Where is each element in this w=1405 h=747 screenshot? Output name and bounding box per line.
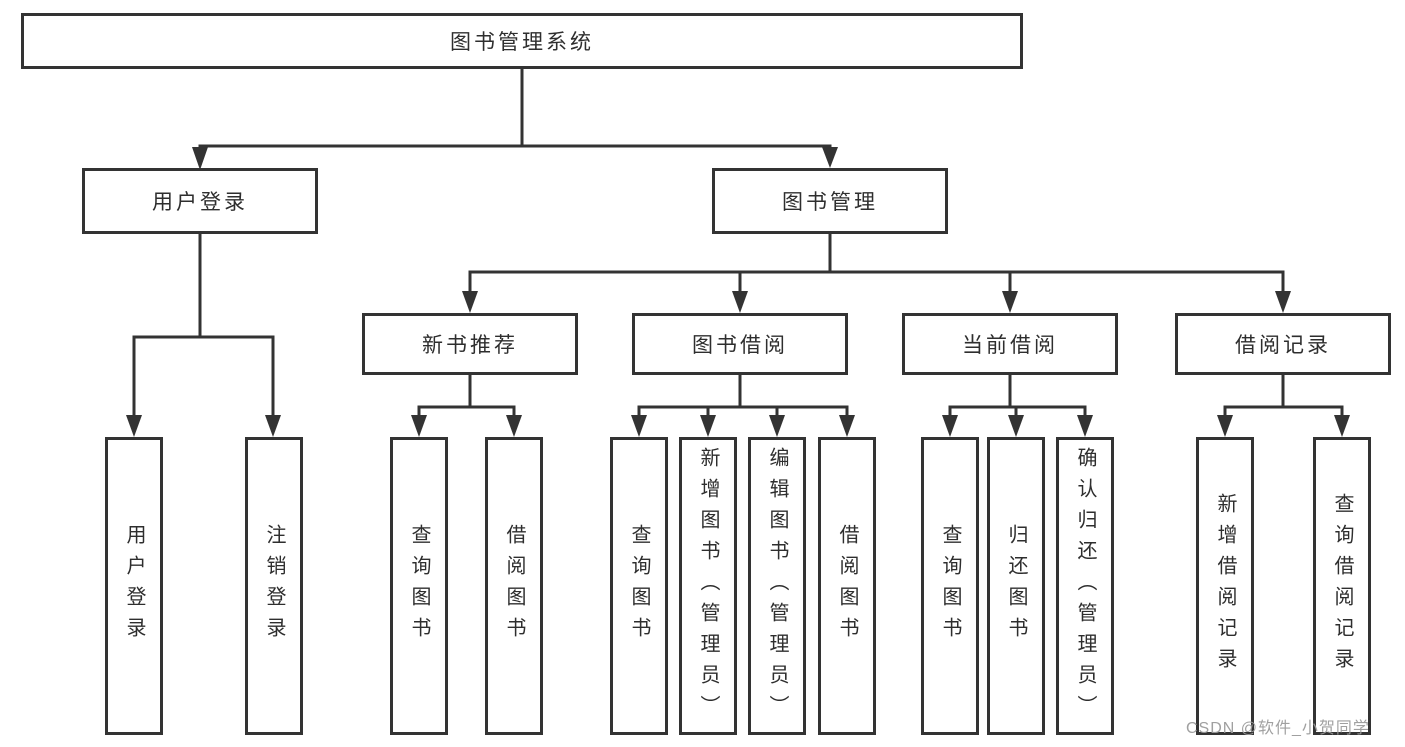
- leaf-confirm-return-admin: 确认归还（管理员）: [1056, 437, 1114, 735]
- leaf-add-books-admin: 新增图书（管理员）: [679, 437, 737, 735]
- leaf-label: 新增借阅记录: [1214, 493, 1236, 679]
- csdn-watermark: CSDN @软件_小贺同学: [1186, 720, 1370, 737]
- leaf-label: 查询借阅记录: [1331, 493, 1353, 679]
- leaf-label: 查询图书: [628, 524, 650, 648]
- leaf-label: 用户登录: [123, 524, 145, 648]
- leaf-label: 查询图书: [939, 524, 961, 648]
- leaf-label: 确认归还（管理员）: [1074, 446, 1096, 726]
- leaf-query-books-recommend: 查询图书: [390, 437, 448, 735]
- node-borrow-records: 借阅记录: [1175, 313, 1391, 375]
- leaf-borrow-books: 借阅图书: [818, 437, 876, 735]
- leaf-borrow-books-recommend: 借阅图书: [485, 437, 543, 735]
- leaf-query-books-current: 查询图书: [921, 437, 979, 735]
- leaf-add-borrow-record: 新增借阅记录: [1196, 437, 1254, 735]
- leaf-label: 注销登录: [263, 524, 285, 648]
- node-new-book-recommend: 新书推荐: [362, 313, 578, 375]
- node-book-borrow: 图书借阅: [632, 313, 848, 375]
- leaf-label: 借阅图书: [503, 524, 525, 648]
- leaf-label: 借阅图书: [836, 524, 858, 648]
- leaf-query-books-borrow: 查询图书: [610, 437, 668, 735]
- leaf-logout: 注销登录: [245, 437, 303, 735]
- leaf-label: 新增图书（管理员）: [697, 446, 719, 726]
- leaf-label: 查询图书: [408, 524, 430, 648]
- node-current-borrow: 当前借阅: [902, 313, 1118, 375]
- leaf-edit-books-admin: 编辑图书（管理员）: [748, 437, 806, 735]
- leaf-user-login: 用户登录: [105, 437, 163, 735]
- leaf-label: 编辑图书（管理员）: [766, 446, 788, 726]
- node-root: 图书管理系统: [21, 13, 1023, 69]
- leaf-return-books: 归还图书: [987, 437, 1045, 735]
- leaf-query-borrow-record: 查询借阅记录: [1313, 437, 1371, 735]
- leaf-label: 归还图书: [1005, 524, 1027, 648]
- node-book-management: 图书管理: [712, 168, 948, 234]
- node-user-login: 用户登录: [82, 168, 318, 234]
